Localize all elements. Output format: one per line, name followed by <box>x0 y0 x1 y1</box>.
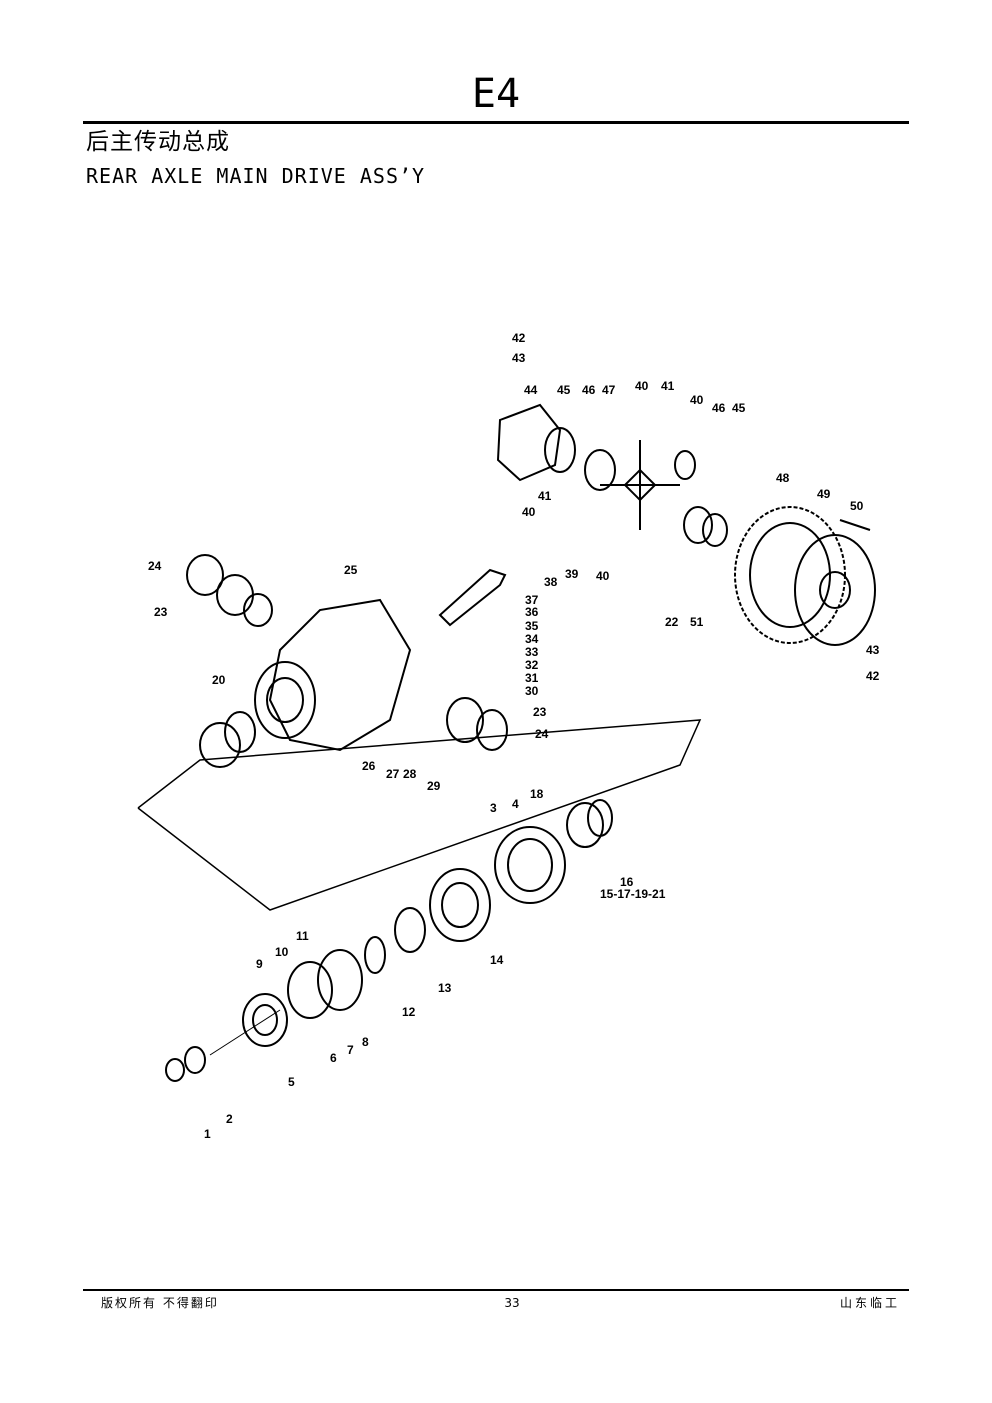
callout: 32 <box>525 658 539 672</box>
callout: 34 <box>525 632 539 646</box>
bearing-24 <box>186 554 224 596</box>
callout: 33 <box>525 645 539 659</box>
footer-company: 山东临工 <box>839 1296 900 1310</box>
callout: 45 <box>557 383 571 397</box>
footer-copyright: 版权所有 不得翻印 <box>101 1296 219 1310</box>
page-number: 33 <box>504 1296 520 1310</box>
callout: 50 <box>850 499 864 513</box>
bearing-24b <box>476 709 508 751</box>
header-rule <box>83 121 909 124</box>
callout: 27 <box>386 767 400 781</box>
callout: 46 <box>582 383 596 397</box>
callout: 43 <box>866 643 880 657</box>
callout: 20 <box>212 673 226 687</box>
page-code: E4 <box>471 71 521 117</box>
cover-11 <box>287 961 333 1019</box>
callout: 23 <box>533 705 547 719</box>
callout: 10 <box>275 945 289 959</box>
callout: 14 <box>490 953 504 967</box>
bearing-20 <box>199 722 241 768</box>
seal-8 <box>317 949 363 1011</box>
callout: 36 <box>525 605 539 619</box>
callout: 43 <box>512 351 526 365</box>
callout: 11 <box>296 929 309 943</box>
callout: 41 <box>661 379 675 393</box>
callout: 5 <box>288 1075 295 1089</box>
callout: 15-17-19-21 <box>600 887 666 901</box>
callout: 40 <box>635 379 649 393</box>
callout: 51 <box>690 615 704 629</box>
callout: 31 <box>525 671 539 685</box>
nut-1 <box>165 1058 185 1082</box>
callout: 47 <box>602 383 616 397</box>
flange-5 <box>242 993 288 1047</box>
callout: 40 <box>690 393 704 407</box>
bearing-cage-14 <box>429 868 491 942</box>
callout: 8 <box>362 1035 369 1049</box>
axle-housing <box>268 598 412 752</box>
callout: 28 <box>403 767 417 781</box>
exploded-parts-diagram: 42 43 44 45 46 47 40 41 40 46 45 48 49 5… <box>137 331 880 1141</box>
differential-case <box>496 403 562 482</box>
title-english: REAR AXLE MAIN DRIVE ASS’Y <box>86 164 426 188</box>
callout: 4 <box>512 797 519 811</box>
callout: 44 <box>524 383 538 397</box>
callout: 24 <box>148 559 162 573</box>
callout: 39 <box>565 567 579 581</box>
callout: 49 <box>817 487 831 501</box>
callout: 48 <box>776 471 790 485</box>
callout: 25 <box>344 563 358 577</box>
bearing-12 <box>364 936 386 974</box>
washer-2 <box>184 1046 206 1074</box>
exploded-view-frame <box>137 719 702 911</box>
ring-gear <box>734 506 846 644</box>
differential-case-right <box>794 534 876 646</box>
callout: 22 <box>665 615 679 629</box>
bearing-23 <box>216 574 254 616</box>
bearing-13 <box>394 907 426 953</box>
callout: 37 <box>525 593 539 607</box>
pinion-shaft <box>438 568 507 627</box>
part-callouts: 42 43 44 45 46 47 40 41 40 46 45 48 49 5… <box>148 331 880 1141</box>
callout: 6 <box>330 1051 337 1065</box>
callout: 42 <box>866 669 880 683</box>
bearing-16 <box>566 802 604 848</box>
callout: 9 <box>256 957 263 971</box>
side-gear <box>584 449 616 491</box>
callout: 42 <box>512 331 526 345</box>
callout: 29 <box>427 779 441 793</box>
callout: 26 <box>362 759 376 773</box>
shim-pack <box>494 826 566 904</box>
callout: 13 <box>438 981 452 995</box>
callout: 40 <box>522 505 536 519</box>
callout: 3 <box>490 801 497 815</box>
footer-rule <box>83 1289 909 1291</box>
callout: 40 <box>596 569 610 583</box>
bearing-23b <box>446 697 484 743</box>
callout: 7 <box>347 1043 354 1057</box>
callout: 38 <box>544 575 558 589</box>
title-chinese: 后主传动总成 <box>86 129 230 155</box>
callout: 23 <box>154 605 168 619</box>
callout: 16 <box>620 875 634 889</box>
callout: 18 <box>530 787 544 801</box>
callout: 30 <box>525 684 539 698</box>
callout: 12 <box>402 1005 416 1019</box>
callout: 2 <box>226 1112 233 1126</box>
callout: 45 <box>732 401 746 415</box>
callout: 24 <box>535 727 549 741</box>
callout: 46 <box>712 401 726 415</box>
callout: 1 <box>204 1127 211 1141</box>
callout: 35 <box>525 619 539 633</box>
callout: 41 <box>538 489 552 503</box>
